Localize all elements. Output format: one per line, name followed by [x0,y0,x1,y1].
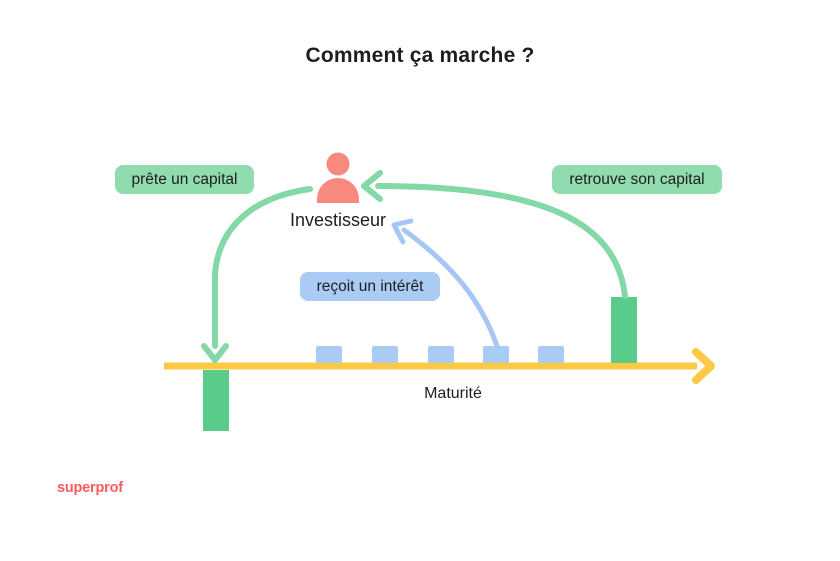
coupon-square [428,346,454,363]
receive-interest-label: reçoit un intérêt [300,272,440,301]
recover-capital-curve [375,183,628,299]
coupon-squares [316,346,564,363]
recover-capital-label: retrouve son capital [552,165,722,194]
coupon-square [316,346,342,363]
timeline-axis [164,348,715,384]
recover-capital-arrow [361,170,628,299]
maturity-label: Maturité [424,385,482,402]
interest-curve [401,227,500,349]
page-title: Comment ça marche ? [305,44,535,67]
person-head [326,152,350,176]
lend-capital-arrow [201,186,313,363]
superprof-logo: superprof [57,480,123,496]
investor-label: Investisseur [289,210,387,230]
timeline-arrowhead-icon [692,348,715,384]
upleft-arrowhead-icon [391,218,414,245]
left-arrowhead-icon [361,170,383,202]
lend-capital-label: prête un capital [115,165,254,194]
lend-capital-curve [212,186,313,349]
coupon-square [538,346,564,363]
capital-back-bar [611,297,637,363]
coupon-square [483,346,509,363]
interest-arrow [391,218,500,349]
person-icon [317,152,359,203]
person-body [317,178,359,203]
capital-out-bar [203,370,229,431]
coupon-square [372,346,398,363]
down-arrowhead-icon [201,343,229,363]
